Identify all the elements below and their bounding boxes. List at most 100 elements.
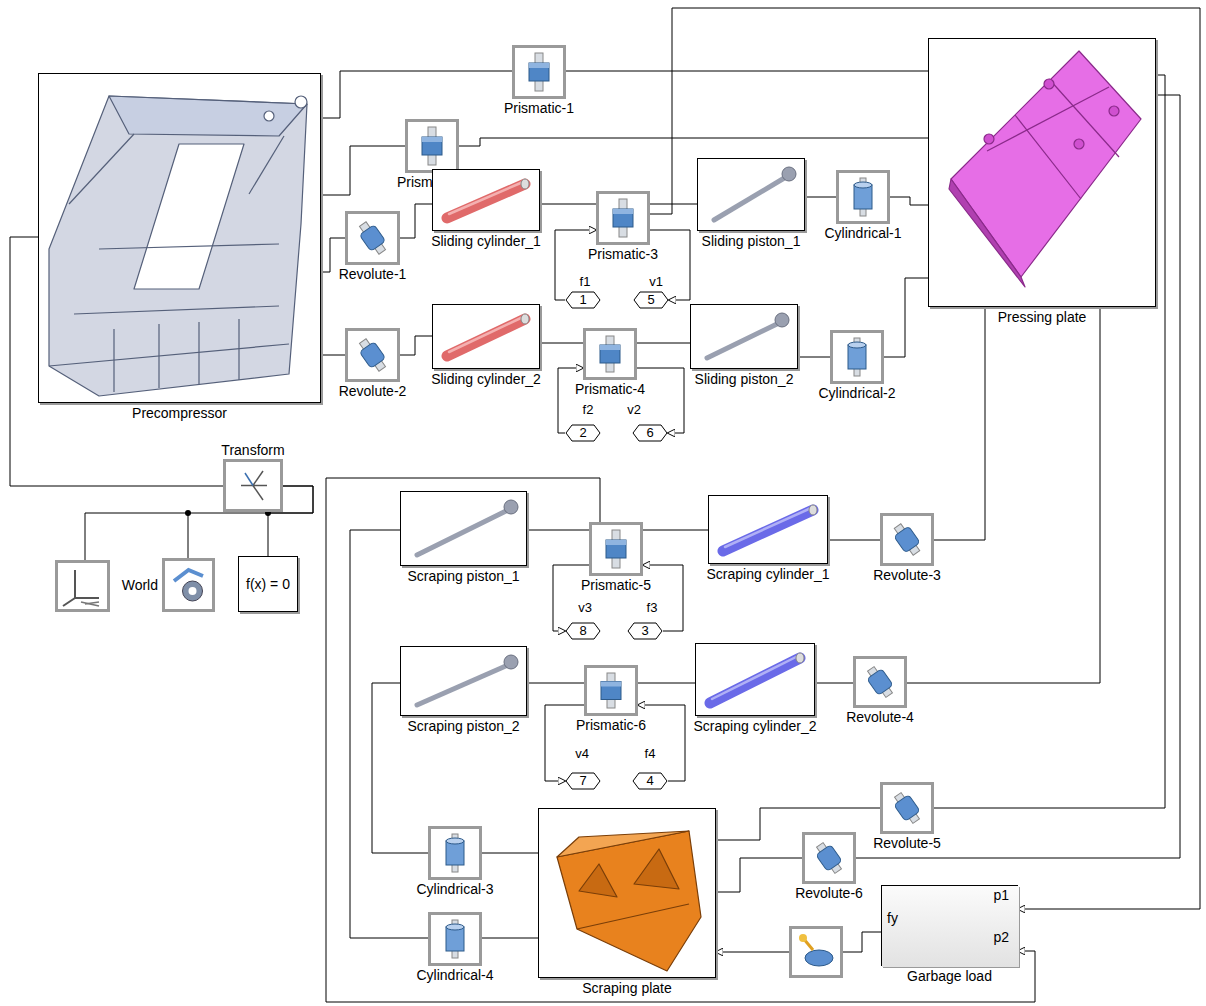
connection-line (527, 683, 584, 684)
world-frame-icon (57, 562, 109, 611)
block-icon (433, 170, 539, 230)
connection-line (540, 343, 583, 344)
junction-dot (185, 510, 191, 516)
prismatic-joint: Prismatic-3 (596, 191, 650, 245)
block-label: Pressing plate (998, 309, 1087, 325)
connection-line (321, 146, 405, 195)
block-icon (853, 656, 907, 708)
signal-label: v3 (577, 600, 593, 616)
block-label: World (122, 577, 158, 593)
connection-line (637, 343, 690, 344)
signal-label: f1 (579, 274, 592, 290)
block-icon (691, 305, 797, 368)
piston-block: Sliding piston_1 (697, 158, 805, 231)
block-icon (589, 522, 643, 576)
block-icon (162, 558, 215, 612)
connection-line (716, 858, 802, 892)
connection-line (527, 530, 589, 531)
body-block: Scraping plate (538, 808, 716, 978)
block-label: Sliding piston_1 (702, 233, 801, 249)
block-label: Prismatic-4 (575, 381, 645, 397)
connection-line (650, 204, 697, 205)
block-label: Cylindrical-2 (818, 385, 895, 401)
block-label: Sliding cylinder_1 (431, 233, 541, 249)
cylindrical-joint: Cylindrical-3 (428, 826, 482, 880)
connection-line (798, 357, 830, 358)
goto-tag: 8 (565, 622, 601, 640)
connection-line (907, 307, 1100, 683)
solver-block: f(x) = 0 (238, 556, 298, 612)
world-block: World (162, 558, 215, 612)
block-label: Sliding piston_2 (695, 371, 794, 387)
connection-line (828, 540, 880, 541)
signal-label: v4 (574, 746, 590, 762)
signal-label: f3 (646, 600, 659, 616)
block-icon (583, 328, 637, 380)
goto-tag: 7 (565, 772, 601, 790)
goto-tag: 2 (565, 424, 601, 442)
block-label: Garbage load (907, 968, 992, 984)
cylinder-block: Sliding cylinder_1 (432, 169, 540, 231)
block-label: Scraping piston_1 (407, 568, 519, 584)
port-label: p1 (993, 887, 1009, 903)
block-label: Revolute-4 (846, 709, 914, 725)
block-label: Cylindrical-1 (824, 225, 901, 241)
block-label: 7 (579, 773, 586, 789)
signal-label: f2 (582, 402, 595, 418)
subsystem-block: Garbage loadp1fyp2 (881, 885, 1018, 966)
piston-block: Scraping piston_1 (400, 491, 527, 566)
connection-line (890, 197, 928, 205)
block-icon (428, 826, 482, 880)
block-icon (880, 513, 934, 566)
connection-line (566, 71, 928, 72)
connection-line (638, 705, 685, 781)
block-icon (584, 665, 638, 716)
cylindrical-joint: Cylindrical-2 (830, 330, 884, 384)
connection-line (934, 307, 985, 540)
block-label: Cylindrical-4 (416, 967, 493, 983)
block-icon (345, 211, 400, 265)
connection-line (555, 230, 596, 300)
body-block: Pressing plate (928, 38, 1156, 307)
block-label: Cylindrical-3 (416, 881, 493, 897)
block-icon (223, 459, 283, 512)
prismatic-joint: Prismatic-1 (512, 45, 566, 99)
revolute-joint: Revolute-3 (880, 513, 934, 566)
block-icon (401, 647, 526, 715)
block-label: Transform (221, 442, 284, 458)
connection-line (545, 705, 584, 781)
block-label: 1 (579, 292, 586, 308)
block-icon (929, 39, 1155, 306)
block-label: Sliding cylinder_2 (431, 371, 541, 387)
connection-line (482, 938, 538, 939)
block-label: 4 (646, 773, 653, 789)
revolute-joint: Revolute-2 (345, 328, 400, 382)
goto-tag: 1 (565, 291, 601, 309)
block-icon (596, 191, 650, 245)
block-label: Scraping cylinder_1 (707, 566, 830, 582)
block-label: Prismatic-1 (504, 100, 574, 116)
connection-line (884, 278, 928, 357)
connection-line (805, 197, 836, 198)
block-icon (405, 119, 459, 173)
cylindrical-joint: Cylindrical-1 (836, 170, 890, 224)
block-icon (512, 45, 566, 99)
revolute-joint: Revolute-4 (853, 656, 907, 708)
piston-block: Scraping piston_2 (400, 646, 527, 716)
goto-tag: 5 (633, 291, 669, 309)
block-label: f(x) = 0 (246, 576, 290, 592)
connection-line (638, 683, 695, 684)
prismatic-joint: Prismatic-5 (589, 522, 643, 576)
connection-line (459, 138, 928, 146)
block-icon (539, 809, 715, 977)
piston-block: Sliding piston_2 (690, 304, 798, 369)
block-icon (709, 496, 827, 563)
block-label: Revolute-3 (873, 567, 941, 583)
block-icon (696, 644, 814, 715)
cylinder-block: Sliding cylinder_2 (432, 304, 540, 369)
block-label: Revolute-6 (795, 885, 863, 901)
prismatic-joint: Prismatic-4 (583, 328, 637, 380)
goto-tag: 4 (632, 772, 668, 790)
block-label: Scraping plate (582, 980, 672, 996)
signal-label: v1 (648, 274, 664, 290)
